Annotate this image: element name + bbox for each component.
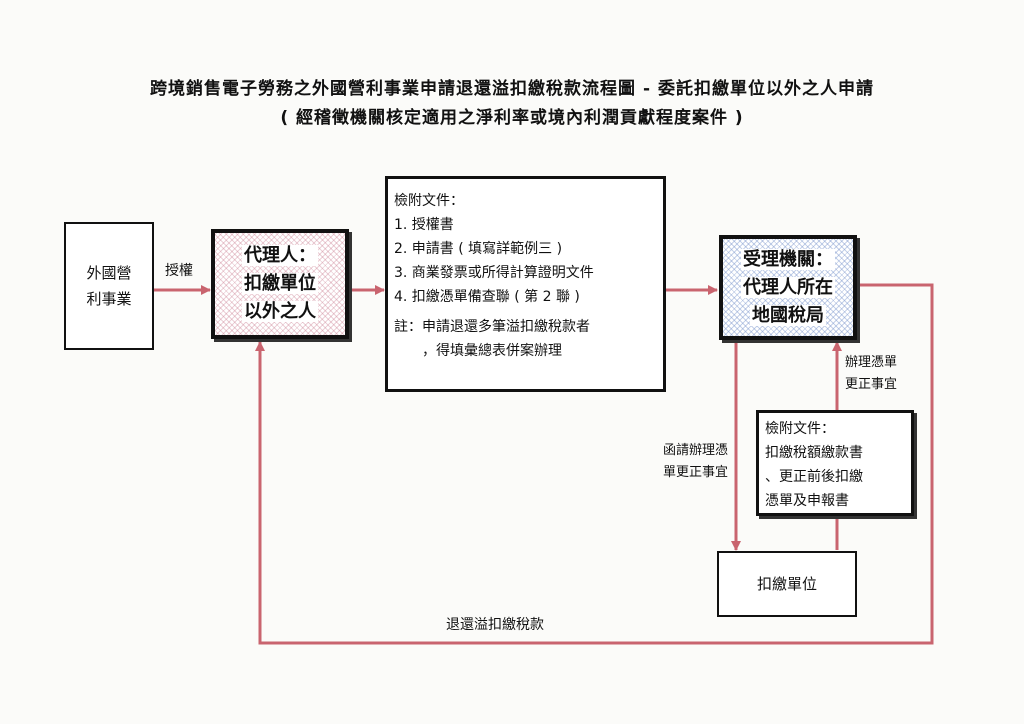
request-correction-line-2: 單更正事宜 [662,465,728,480]
authorize-label: 授權 [165,263,193,279]
documents-heading: 檢附文件： [394,193,464,209]
foreign-enterprise-line-1: 外國營 [86,264,132,282]
authority-line-1: 受理機關： [741,248,835,270]
documents-note-line-2: ，得填彙總表併案辦理 [422,343,562,359]
authority-box: 受理機關： 代理人所在 地國稅局 [719,235,857,340]
withholding-unit-label: 扣繳單位 [756,575,817,593]
refund-label: 退還溢扣繳稅款 [446,617,544,633]
documents-item-4: 4. 扣繳憑單備查聯 ( 第 2 聯 ) [394,289,580,305]
arrow-refund [255,283,934,645]
handle-correction-line-1: 辦理憑單 [845,355,898,370]
documents-item-1: 1. 授權書 [394,217,454,233]
handle-correction-label: 辦理憑單 更正事宜 [845,352,897,396]
attached-docs-box: 檢附文件： 扣繳稅額繳款書 、更正前後扣繳 憑單及申報書 [756,410,914,516]
documents-box: 檢附文件： 1. 授權書 2. 申請書 ( 填寫詳範例三 ) 3. 商業發票或所… [385,176,666,392]
agent-line-2: 扣繳單位 [242,273,318,294]
request-correction-line-1: 函請辦理憑 [662,443,728,458]
foreign-enterprise-line-2: 利事業 [86,290,132,308]
attached-docs-line-3: 憑單及申報書 [765,493,849,509]
authority-line-2: 代理人所在 [741,276,835,298]
documents-item-2: 2. 申請書 ( 填寫詳範例三 ) [394,241,563,257]
agent-line-3: 以外之人 [242,301,318,322]
chart-subtitle: ( 經稽徵機關核定適用之淨利率或境內利潤貢獻程度案件 ) [280,108,744,128]
attached-docs-heading: 檢附文件： [765,421,835,437]
handle-correction-line-2: 更正事宜 [845,377,898,392]
foreign-enterprise-box: 外國營 利事業 [64,222,154,350]
attached-docs-line-2: 、更正前後扣繳 [765,469,863,485]
chart-title: 跨境銷售電子勞務之外國營利事業申請退還溢扣繳稅款流程圖 - 委託扣繳單位以外之人… [150,79,874,99]
authority-line-3: 地國稅局 [750,304,826,326]
request-correction-label: 函請辦理憑 單更正事宜 [636,440,728,484]
agent-line-1: 代理人： [242,245,318,266]
agent-box: 代理人： 扣繳單位 以外之人 [211,229,349,339]
attached-docs-line-1: 扣繳稅額繳款書 [765,445,863,461]
documents-item-3: 3. 商業發票或所得計算證明文件 [394,265,594,281]
withholding-unit-box: 扣繳單位 [717,551,857,617]
documents-note-line-1: 註：申請退還多筆溢扣繳稅款者 [394,319,590,335]
